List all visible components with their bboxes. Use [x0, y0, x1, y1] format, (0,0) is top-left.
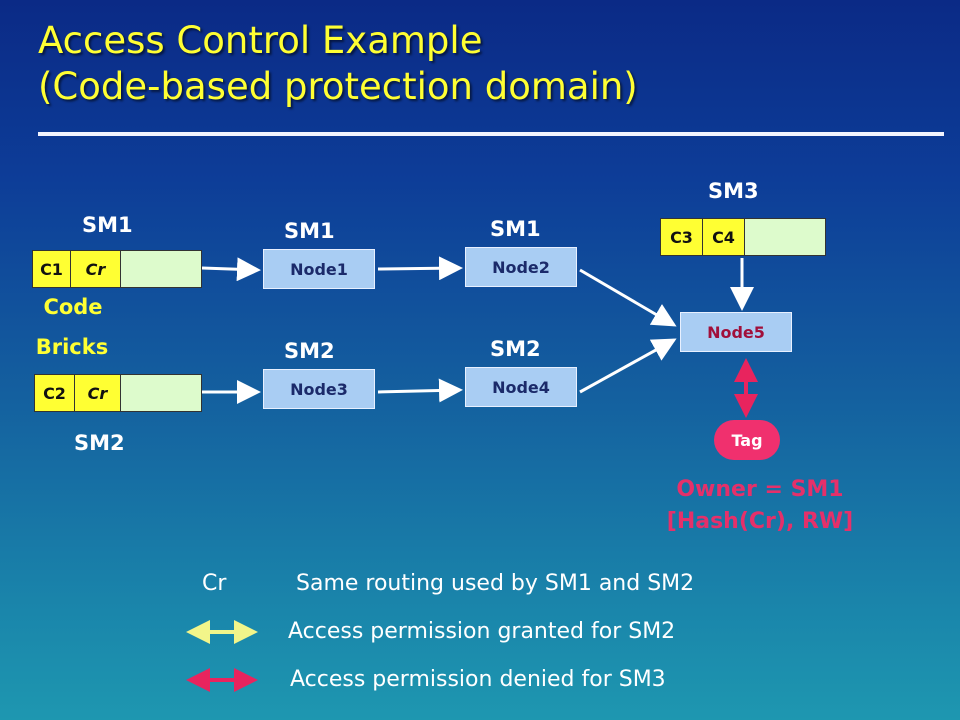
- brick-cell-cr: Cr: [75, 375, 121, 411]
- node4-owner-label: SM2: [490, 337, 541, 361]
- title-line-1: Access Control Example: [38, 19, 483, 62]
- brick-cell-c4: C4: [703, 219, 745, 255]
- legend-denied-text: Access permission denied for SM3: [290, 667, 666, 692]
- code-brick-sm1: C1 Cr: [32, 250, 202, 288]
- title-line-2: (Code-based protection domain): [38, 65, 638, 108]
- arrow-node1-to-node2: [377, 256, 463, 281]
- title-divider: [38, 132, 944, 136]
- brick-cell-cr: Cr: [71, 251, 121, 287]
- code-bricks-label-line1: Code: [43, 295, 103, 319]
- owner-note-line1: Owner = SM1: [676, 477, 844, 502]
- brick3-owner-label: SM3: [708, 179, 759, 203]
- node1: Node1: [263, 249, 375, 289]
- arrow-node3-to-node4: [377, 378, 463, 403]
- arrow-brick1-to-node1: [201, 257, 261, 282]
- code-brick-sm2: C2 Cr: [34, 374, 202, 412]
- arrow-node4-to-node5: [579, 338, 677, 394]
- legend-cr-key: Cr: [202, 571, 227, 596]
- arrow-node2-to-node5: [579, 268, 677, 327]
- node4: Node4: [465, 367, 577, 407]
- node2: Node2: [465, 247, 577, 287]
- code-brick-sm3: C3 C4: [660, 218, 826, 256]
- legend-granted-text: Access permission granted for SM2: [288, 619, 676, 644]
- owner-note-line2: [Hash(Cr), RW]: [666, 509, 854, 534]
- node3: Node3: [263, 369, 375, 409]
- brick2-owner-label: SM2: [74, 431, 125, 455]
- brick-cell-c1: C1: [33, 251, 71, 287]
- legend-cr-text: Same routing used by SM1 and SM2: [296, 571, 695, 596]
- node5: Node5: [680, 312, 792, 352]
- brick1-owner-label: SM1: [82, 213, 133, 237]
- node2-owner-label: SM1: [490, 217, 541, 241]
- tag-badge: Tag: [714, 420, 780, 460]
- brick-tail: [745, 219, 825, 255]
- node3-owner-label: SM2: [284, 339, 335, 363]
- brick-cell-c3: C3: [661, 219, 703, 255]
- brick-tail: [121, 251, 201, 287]
- code-bricks-label-line2: Bricks: [35, 335, 109, 359]
- owner-note: Owner = SM1 [Hash(Cr), RW]: [620, 474, 900, 538]
- slide-title: Access Control Example (Code-based prote…: [38, 18, 638, 110]
- brick-tail: [121, 375, 201, 411]
- node1-owner-label: SM1: [284, 219, 335, 243]
- brick-cell-c2: C2: [35, 375, 75, 411]
